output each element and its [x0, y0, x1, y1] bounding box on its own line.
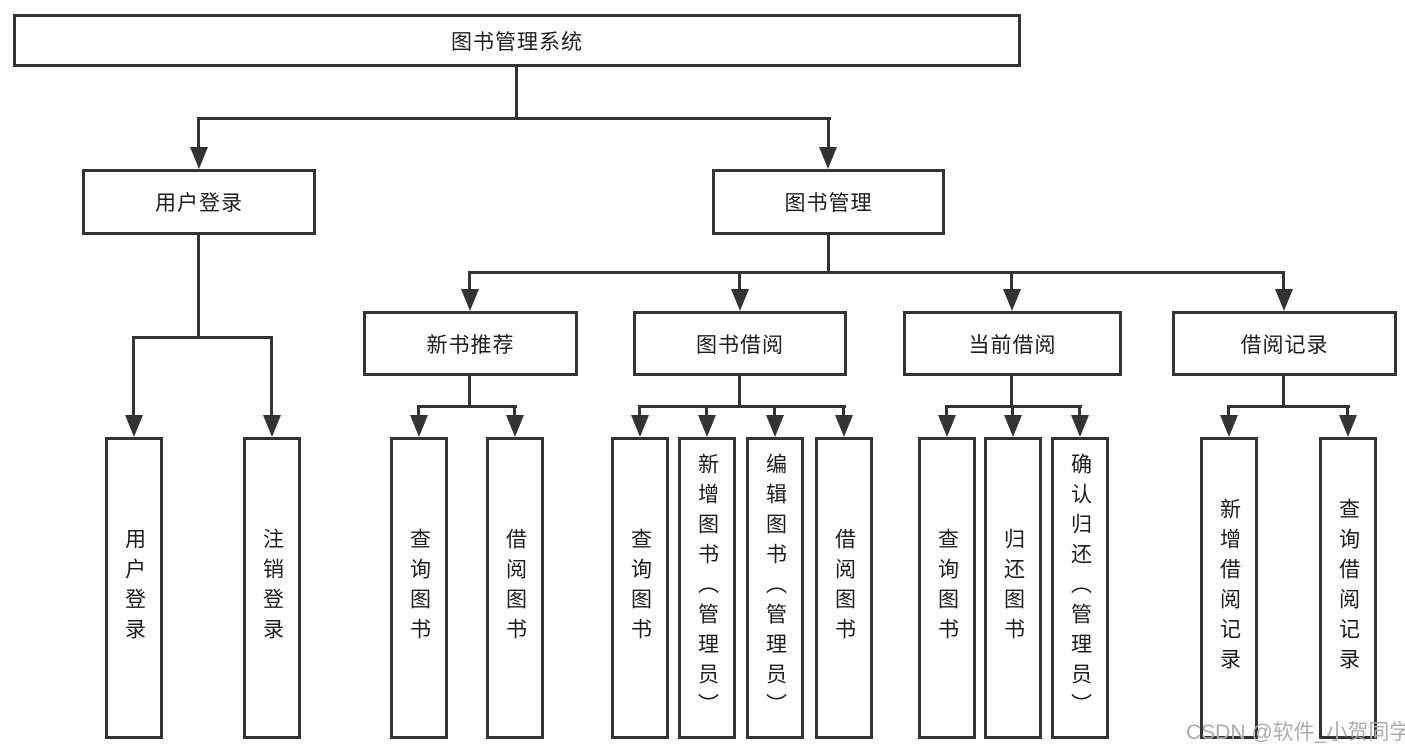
- node-borrowing-records: 借阅记录: [1172, 311, 1397, 376]
- connector-line: [132, 336, 273, 339]
- node-book-borrowing: 图书借阅: [633, 311, 847, 376]
- arrow-down-icon: [698, 415, 716, 437]
- node-current-borrowing-label: 当前借阅: [968, 333, 1057, 357]
- connector-line: [945, 405, 948, 417]
- connector-line: [468, 271, 1285, 274]
- connector-line: [1282, 374, 1285, 407]
- connector-line: [738, 374, 741, 407]
- connector-line: [1078, 405, 1081, 417]
- node-logout-leaf-label: 注销登录: [260, 528, 284, 648]
- connector-line: [197, 233, 200, 338]
- connector-line: [1227, 405, 1350, 408]
- csdn-watermark: CSDN @软件_小贺同学: [1186, 721, 1405, 744]
- arrow-down-icon: [1339, 415, 1357, 437]
- node-query-borrow-record: 查询借阅记录: [1319, 437, 1377, 739]
- arrow-down-icon: [1004, 415, 1022, 437]
- node-book-borrowing-label: 图书借阅: [696, 333, 784, 357]
- connector-line: [1282, 271, 1285, 291]
- connector-line: [1011, 405, 1014, 417]
- connector-line: [1010, 271, 1013, 291]
- node-library-system: 图书管理系统: [13, 14, 1021, 67]
- node-add-borrow-record-label: 新增借阅记录: [1217, 498, 1241, 678]
- connector-line: [1346, 405, 1349, 417]
- node-user-login: 用户登录: [82, 169, 316, 235]
- node-book-management-label: 图书管理: [784, 192, 873, 215]
- connector-line: [197, 117, 200, 150]
- node-current-borrowing: 当前借阅: [903, 311, 1122, 376]
- arrow-down-icon: [506, 415, 524, 437]
- node-borrow-books-leaf: 借阅图书: [815, 437, 873, 739]
- node-user-login-leaf: 用户登录: [105, 437, 163, 739]
- node-borrowing-records-label: 借阅记录: [1240, 333, 1329, 357]
- connector-line: [773, 405, 776, 417]
- node-book-management: 图书管理: [712, 169, 945, 235]
- node-query-books-borrowing: 查询图书: [611, 437, 669, 739]
- connector-line: [515, 65, 518, 120]
- connector-line: [842, 405, 845, 417]
- connector-line: [1227, 405, 1230, 417]
- node-query-books-current-label: 查询图书: [935, 528, 959, 648]
- connector-line: [705, 405, 708, 417]
- node-user-login-leaf-label: 用户登录: [122, 528, 146, 648]
- connector-line: [513, 405, 516, 417]
- connector-line: [638, 405, 846, 408]
- connector-line: [827, 233, 830, 274]
- node-logout-leaf: 注销登录: [243, 437, 301, 739]
- node-new-book-recommendation: 新书推荐: [363, 311, 578, 376]
- node-borrow-books-recommend-label: 借阅图书: [503, 528, 527, 648]
- arrow-down-icon: [731, 289, 749, 311]
- connector-line: [468, 271, 471, 291]
- node-return-books: 归还图书: [984, 437, 1042, 739]
- node-query-books-current: 查询图书: [918, 437, 976, 739]
- connector-line: [738, 271, 741, 291]
- connector-line: [132, 336, 135, 417]
- node-query-borrow-record-label: 查询借阅记录: [1336, 498, 1360, 678]
- connector-line: [1010, 374, 1013, 407]
- node-query-books-borrowing-label: 查询图书: [628, 528, 652, 648]
- arrow-down-icon: [263, 415, 281, 437]
- arrow-down-icon: [819, 147, 837, 169]
- arrow-down-icon: [1275, 289, 1293, 311]
- node-add-borrow-record: 新增借阅记录: [1200, 437, 1258, 739]
- node-edit-books-admin: 编辑图书（管理员）: [746, 437, 804, 739]
- arrow-down-icon: [1003, 289, 1021, 311]
- connector-line: [827, 117, 830, 150]
- connector-line: [468, 374, 471, 407]
- node-confirm-return-admin: 确认归还（管理员）: [1051, 437, 1109, 739]
- node-return-books-label: 归还图书: [1001, 528, 1025, 648]
- arrow-down-icon: [461, 289, 479, 311]
- connector-line: [638, 405, 641, 417]
- connector-line: [270, 336, 273, 417]
- arrow-down-icon: [1220, 415, 1238, 437]
- connector-line: [417, 405, 420, 417]
- node-confirm-return-admin-label: 确认归还（管理员）: [1068, 453, 1092, 723]
- connector-line: [197, 117, 831, 120]
- arrow-down-icon: [938, 415, 956, 437]
- node-borrow-books-recommend: 借阅图书: [486, 437, 544, 739]
- node-library-system-label: 图书管理系统: [451, 30, 583, 54]
- arrow-down-icon: [190, 147, 208, 169]
- node-query-books-recommend: 查询图书: [390, 437, 448, 739]
- node-query-books-recommend-label: 查询图书: [407, 528, 431, 648]
- node-add-books-admin-label: 新增图书（管理员）: [695, 453, 719, 723]
- arrow-down-icon: [125, 415, 143, 437]
- arrow-down-icon: [1071, 415, 1089, 437]
- connector-line: [417, 405, 517, 408]
- arrow-down-icon: [766, 415, 784, 437]
- arrow-down-icon: [835, 415, 853, 437]
- node-borrow-books-leaf-label: 借阅图书: [832, 528, 856, 648]
- arrow-down-icon: [410, 415, 428, 437]
- node-add-books-admin: 新增图书（管理员）: [678, 437, 736, 739]
- node-new-book-recommendation-label: 新书推荐: [426, 333, 515, 357]
- node-edit-books-admin-label: 编辑图书（管理员）: [763, 453, 787, 723]
- arrow-down-icon: [631, 415, 649, 437]
- node-user-login-label: 用户登录: [155, 192, 243, 215]
